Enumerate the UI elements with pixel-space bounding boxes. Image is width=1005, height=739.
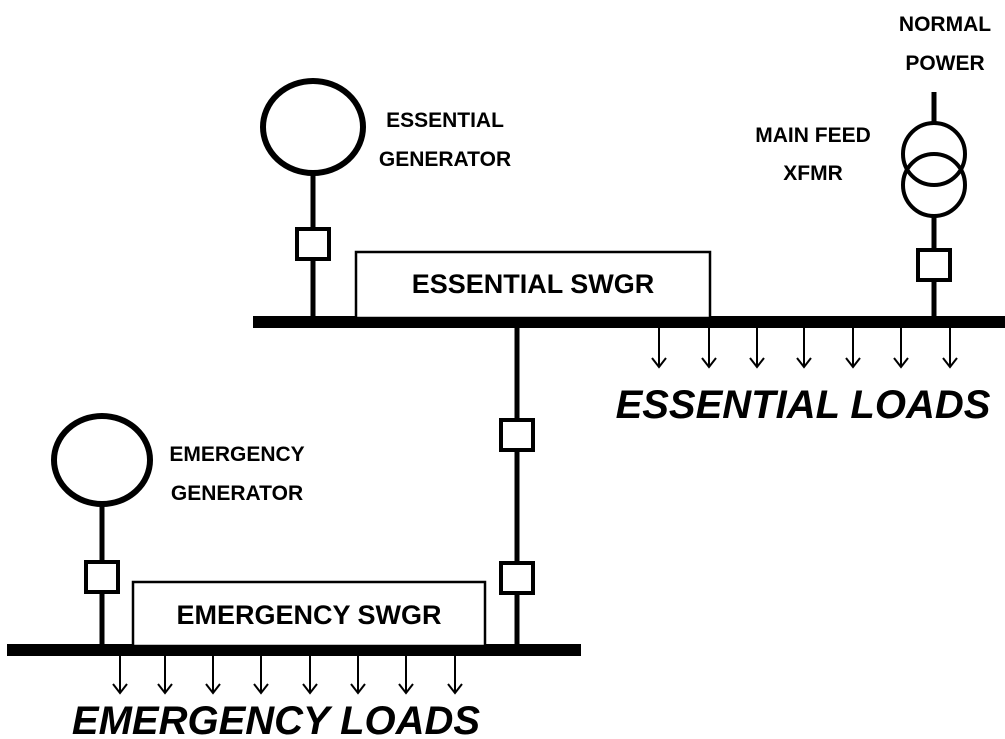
emergency-load-arrows xyxy=(112,656,463,695)
main-feed-label-line1: MAIN FEED xyxy=(755,124,871,147)
emergency-generator-label-line2: GENERATOR xyxy=(171,482,303,505)
emergency-load-arrow-icon xyxy=(350,656,366,695)
normal-power-label-line1: NORMAL xyxy=(899,13,991,36)
emergency-swgr-label: EMERGENCY SWGR xyxy=(176,600,441,630)
essential-load-arrow-icon xyxy=(942,328,958,369)
essential-generator-icon xyxy=(260,78,366,176)
emergency-load-arrow-icon xyxy=(112,656,128,695)
essential-load-arrow-icon xyxy=(796,328,812,369)
essential-generator-label-line1: ESSENTIAL xyxy=(386,109,504,132)
transformer-primary-icon xyxy=(901,121,967,187)
essential-load-arrow-icon xyxy=(749,328,765,369)
emergency-load-arrow-icon xyxy=(253,656,269,695)
essential-load-arrows xyxy=(651,328,958,369)
essential-generator-breaker-icon xyxy=(295,227,331,261)
emergency-load-arrow-icon xyxy=(447,656,463,695)
bus-tie-breaker-lower-icon xyxy=(499,561,535,595)
emergency-load-arrow-icon xyxy=(302,656,318,695)
emergency-load-arrow-icon xyxy=(205,656,221,695)
bus-tie-breaker-upper-icon xyxy=(499,418,535,452)
essential-load-arrow-icon xyxy=(701,328,717,369)
emergency-load-arrow-icon xyxy=(398,656,414,695)
essential-generator-label-line2: GENERATOR xyxy=(379,148,511,171)
emergency-load-arrow-icon xyxy=(157,656,173,695)
essential-load-arrow-icon xyxy=(651,328,667,369)
emergency-generator-icon xyxy=(51,413,153,507)
essential-swgr-box xyxy=(354,250,712,320)
main-feed-breaker-icon xyxy=(916,248,952,282)
emergency-generator-label-line1: EMERGENCY xyxy=(169,443,304,466)
normal-power-label-line2: POWER xyxy=(905,52,984,75)
essential-load-arrow-icon xyxy=(893,328,909,369)
emergency-swgr-box xyxy=(131,580,487,648)
essential-swgr-label: ESSENTIAL SWGR xyxy=(412,269,655,299)
emergency-generator-breaker-icon xyxy=(84,560,120,594)
essential-load-arrow-icon xyxy=(845,328,861,369)
emergency-loads-label: EMERGENCY LOADS xyxy=(72,699,481,739)
main-feed-label-line2: XFMR xyxy=(783,162,843,185)
essential-loads-label: ESSENTIAL LOADS xyxy=(616,383,991,427)
